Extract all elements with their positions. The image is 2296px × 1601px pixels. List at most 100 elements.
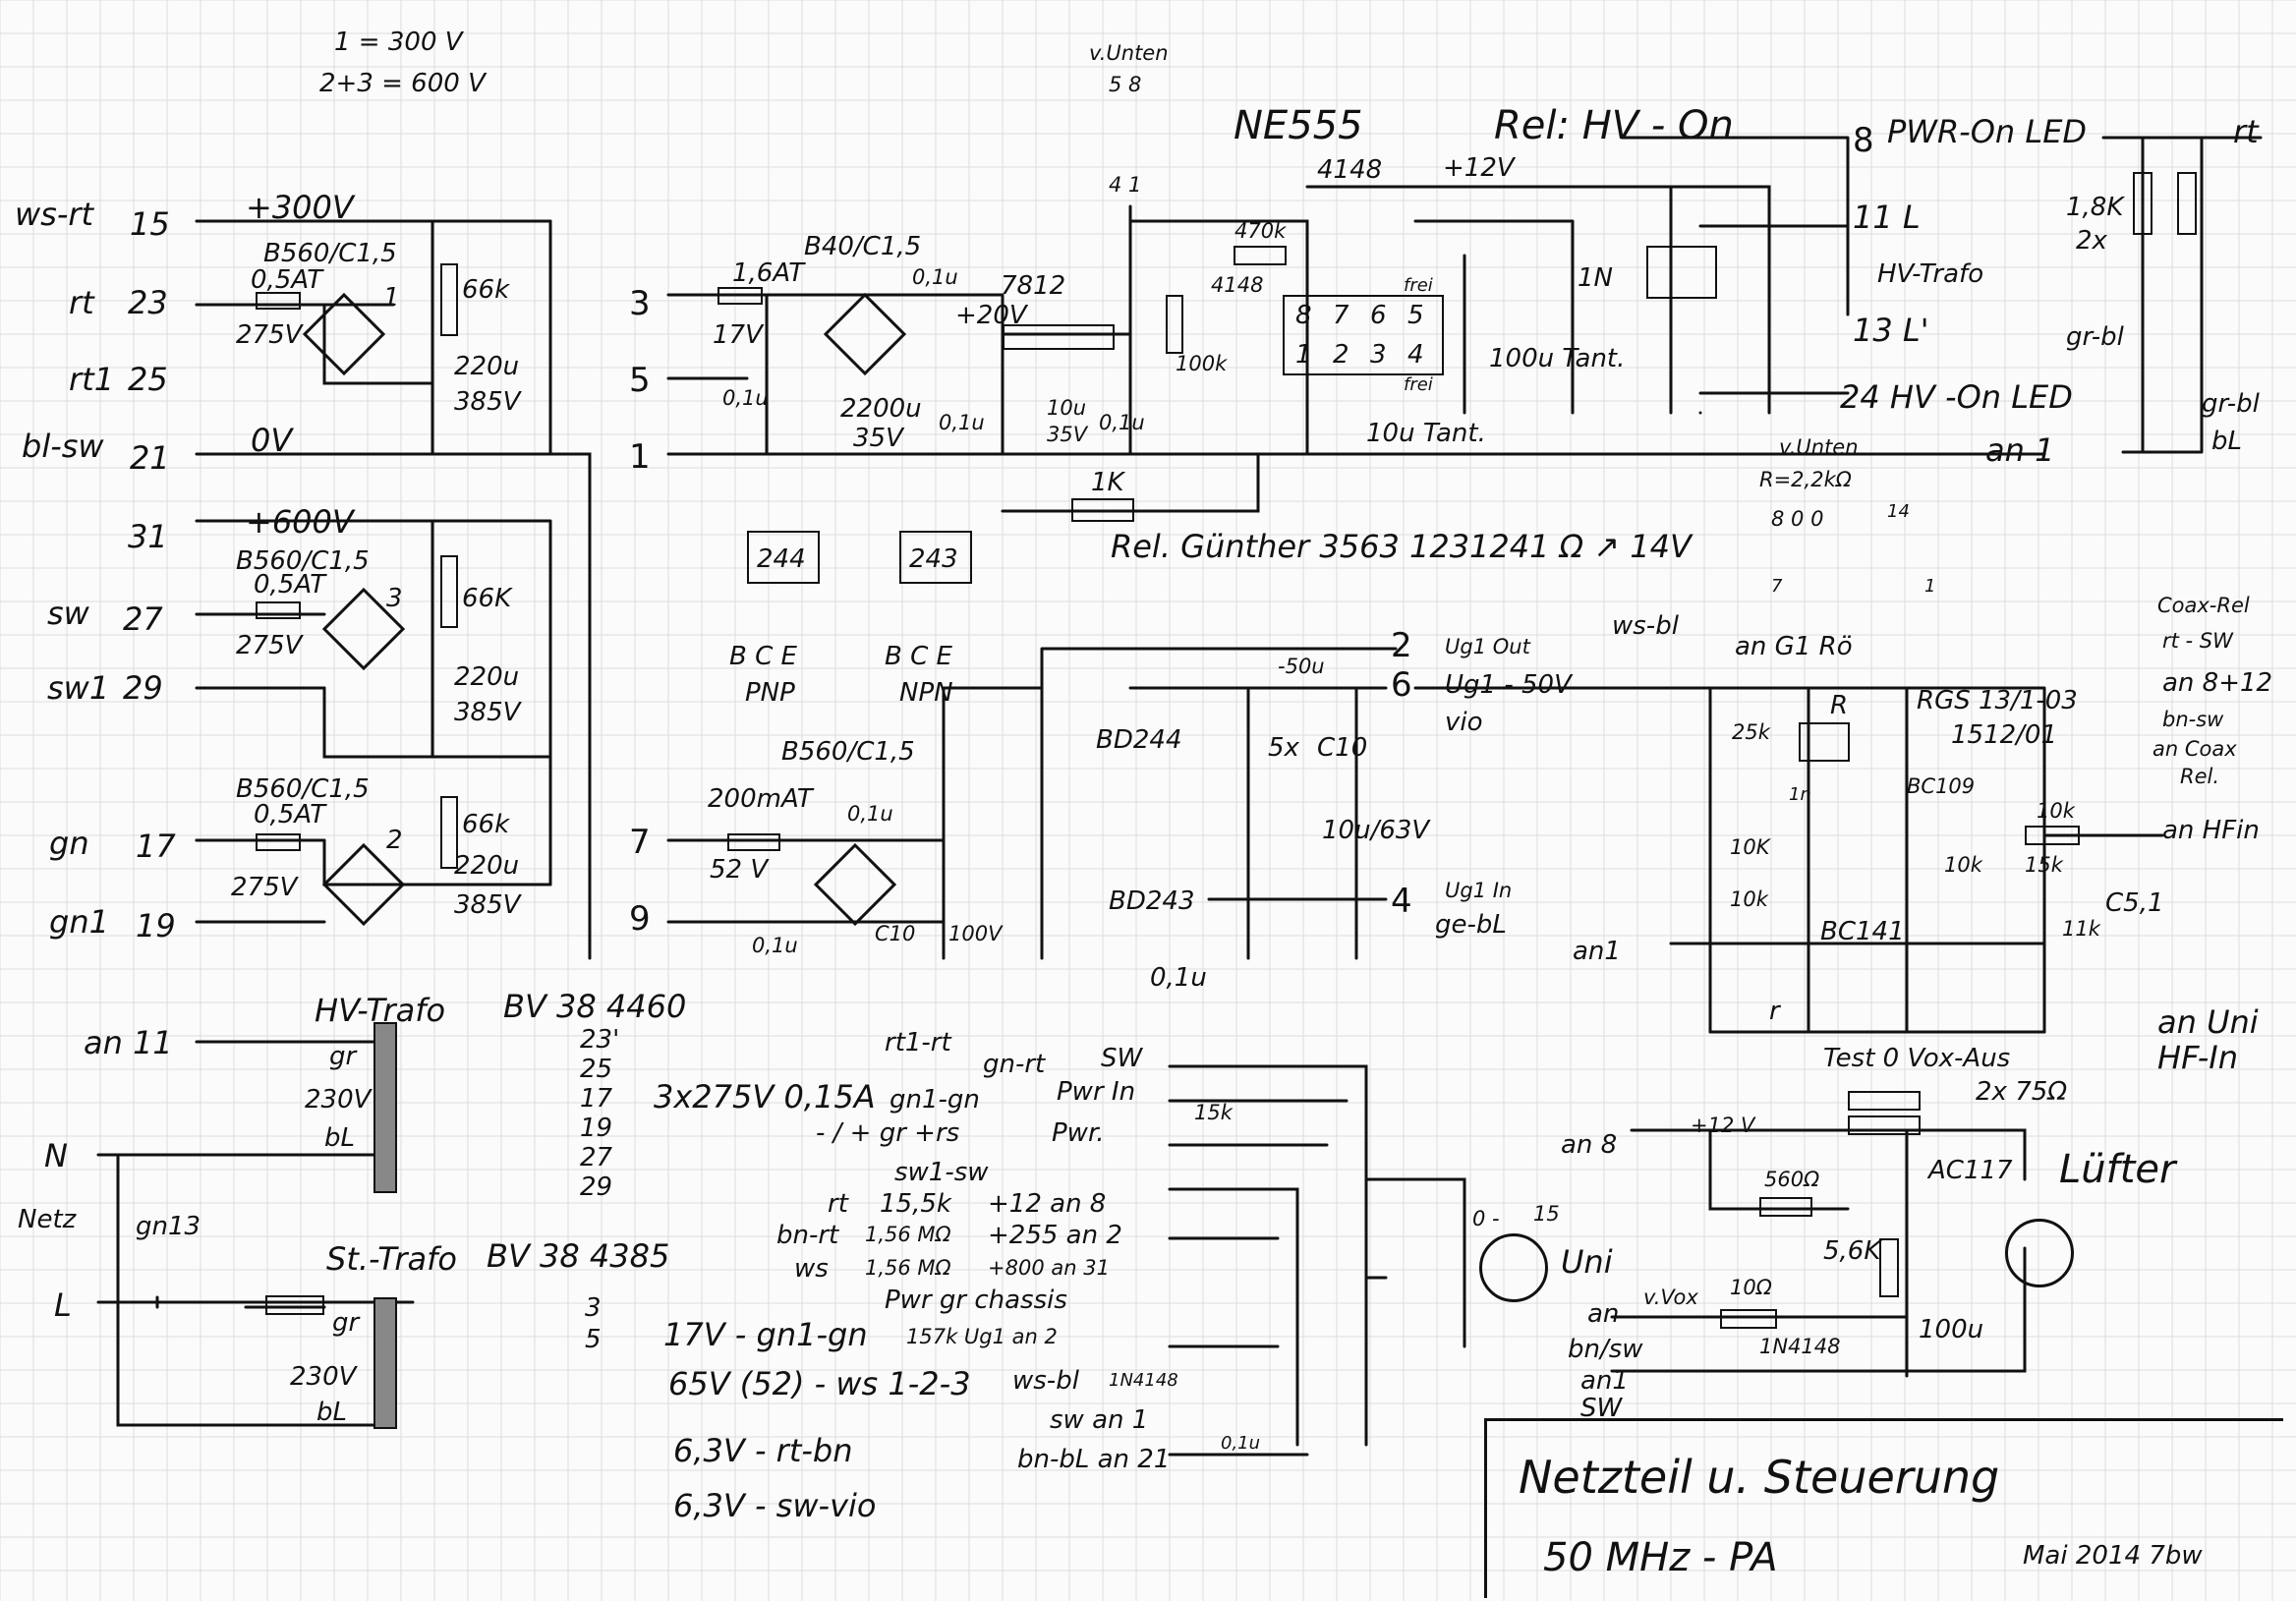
- neg-52v: 52 V: [710, 855, 769, 885]
- fan-560: 560Ω: [1764, 1168, 1820, 1191]
- right-grbl2: gr-bl: [2202, 389, 2260, 419]
- trafo-tap-29: 29: [580, 1172, 613, 1202]
- term-color-17: gn: [49, 825, 89, 862]
- label-bridge3: B560/C1,5: [236, 546, 370, 576]
- hv-trafo-core: [373, 1022, 397, 1193]
- note-255an2: +255 an 2: [988, 1221, 1122, 1250]
- note-vunten: v.Unten: [1089, 41, 1169, 65]
- label-bridge1: B560/C1,5: [263, 239, 397, 268]
- relay2-p7: 7: [1771, 576, 1783, 597]
- fan-an: an: [1587, 1299, 1620, 1329]
- wire: [224, 219, 592, 960]
- relay2-vunten: v.Unten: [1779, 435, 1859, 459]
- trafo-tap-27: 27: [580, 1143, 613, 1172]
- label-num2: 2: [386, 826, 403, 855]
- wire: [1168, 1344, 1309, 1457]
- trafo-tap-25: 25: [580, 1055, 613, 1084]
- ne555-ic: [1283, 295, 1444, 375]
- term-num-21: 21: [130, 439, 170, 477]
- fuse-3: [256, 601, 301, 619]
- note-pwr: Pwr.: [1052, 1118, 1105, 1148]
- neg-fuse: 200mAT: [708, 784, 813, 814]
- led-resistor-1: [2133, 172, 2152, 235]
- relay2-p14: 14: [1887, 501, 1910, 522]
- input-5: 5: [629, 361, 651, 400]
- vox-10k2: 10K: [1730, 835, 1770, 859]
- note-63v-1: 6,3V - rt-bn: [673, 1432, 853, 1469]
- st-trafo-bl: bL: [316, 1398, 347, 1427]
- wire: [666, 293, 2046, 456]
- vox-c51: C5,1: [2105, 888, 2164, 918]
- lv-fuse: 1,6AT: [732, 258, 805, 288]
- lv-17v: 17V: [713, 320, 763, 350]
- fuse-1: [256, 292, 301, 310]
- vox-25k: 25k: [1732, 720, 1770, 744]
- lv-reg: 7812: [1001, 271, 1066, 301]
- label-num1: 1: [383, 283, 400, 313]
- vox-1n: 1n: [1789, 784, 1811, 805]
- vox-10k3: 10k: [1730, 887, 1768, 911]
- lv-35vb: 35V: [1047, 423, 1088, 446]
- output-4-num: 4: [1391, 882, 1412, 921]
- relay-note: Rel. Günther 3563 1231241 Ω ↗ 14V: [1111, 528, 1692, 565]
- vox-test: Test 0 Vox-Aus: [1823, 1044, 2011, 1073]
- bridge-rectifier-neg: [813, 842, 897, 927]
- st-trafo-model: BV 38 4385: [487, 1237, 670, 1275]
- fuse-st-trafo: [265, 1295, 324, 1315]
- timer-4148b: 4148: [1211, 273, 1264, 297]
- st-tap-3: 3: [585, 1293, 602, 1323]
- resistor-75-1: [1848, 1091, 1921, 1111]
- st-tap-5: 5: [585, 1325, 602, 1354]
- fuse-neg: [727, 833, 780, 851]
- wire: [1001, 204, 1309, 456]
- wire: [1610, 1128, 2027, 1378]
- trafo-tap-17: 17: [580, 1084, 613, 1114]
- relay2-r: R=2,2kΩ: [1759, 468, 1852, 491]
- output-6-num: 6: [1391, 665, 1412, 705]
- fan-lufter: Lüfter: [2059, 1147, 2176, 1192]
- right-p8: 8: [1853, 121, 1874, 160]
- label-varistor3: 275V: [236, 631, 303, 660]
- neg-bridge: B560/C1,5: [781, 737, 915, 767]
- relay-hv-label: Rel: HV - On: [1494, 103, 1734, 148]
- ic-pin-2: 2: [1333, 340, 1349, 370]
- fan-ac117: AC117: [1928, 1156, 2013, 1185]
- timer-1n: 1N: [1578, 263, 1613, 293]
- note-sw: SW: [1101, 1044, 1143, 1073]
- output-6-text: Ug1 - 50V: [1445, 670, 1572, 700]
- relay2-pins: 8 0 0: [1771, 507, 1824, 531]
- fan-10ohm: 10Ω: [1730, 1276, 1772, 1299]
- fan-vvox: v.Vox: [1643, 1286, 1698, 1309]
- term-color-21: bl-sw: [22, 428, 104, 465]
- term-color-27: sw: [47, 595, 89, 632]
- label-385v-2: 385V: [454, 890, 521, 920]
- label-num3: 3: [386, 584, 403, 613]
- vox-rgs2: 1512/01: [1951, 720, 2058, 750]
- fan-sw: SW: [1580, 1394, 1623, 1423]
- fuse-lv: [718, 287, 763, 305]
- vox-rel: Rel.: [2180, 765, 2220, 788]
- neg-c01c: 0,1u: [1150, 963, 1207, 993]
- ic-pin-4: 4: [1407, 340, 1424, 370]
- label-varistor1: 275V: [236, 320, 303, 350]
- trafo-hv-230: 230V: [305, 1085, 372, 1115]
- note-ws: ws: [794, 1254, 829, 1284]
- vox-coax2: rt - SW: [2162, 629, 2233, 653]
- ic-frei-2: frei: [1404, 374, 1433, 395]
- relay-hv: [1646, 246, 1717, 299]
- st-trafo-core: [373, 1297, 397, 1429]
- label-300v: +300V: [246, 189, 354, 226]
- input-3: 3: [629, 284, 651, 323]
- timer-4148: 4148: [1317, 155, 1383, 185]
- note-157k: 157k Ug1 an 2: [906, 1325, 1058, 1348]
- output-4-text: Ug1 In: [1445, 879, 1513, 902]
- output-6-extra: vio: [1445, 708, 1483, 737]
- lv-c01c: 0,1u: [939, 411, 985, 434]
- bridge-rectifier-lv: [823, 292, 907, 376]
- mains-l: L: [54, 1287, 72, 1324]
- output-4-extra: ge-bL: [1435, 910, 1507, 940]
- note-17v: 17V - gn1-gn: [663, 1316, 868, 1353]
